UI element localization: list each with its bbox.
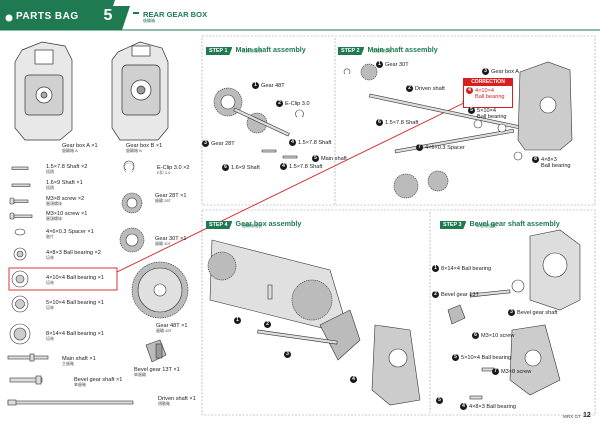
part-driven-shaft: Driven shaft ×1 傳動軸: [158, 396, 196, 407]
gear-28t-drawing: [121, 192, 143, 214]
page-number: 12: [583, 412, 591, 419]
highlight-box: [8, 267, 118, 291]
step2-tag: STEP 2: [338, 47, 365, 55]
part-gear-48t: Gear 48T ×1 齒輪 48T: [156, 323, 188, 334]
main-shaft-drawing: [7, 353, 49, 362]
part-e-clip: E-Clip 3.0 ×2 E扣 3.0: [157, 165, 190, 176]
part-main-shaft: Main shaft ×1 主齒軸: [62, 356, 96, 367]
gear-48t-drawing: [131, 261, 189, 319]
part-shaft-78: 1.5×7.8 Shaft ×2 插銷: [46, 164, 88, 175]
step2-drawing: [343, 61, 573, 199]
bearing-8144-drawing: [9, 323, 31, 345]
screw-m3x8-drawing: [9, 197, 29, 205]
driven-shaft-drawing: [7, 399, 134, 406]
shaft-69-drawing: [11, 183, 31, 187]
part-spacer: 4×6×0.3 Spacer ×1 墊片: [46, 229, 94, 240]
shaft-78-drawing: [11, 166, 29, 170]
step4-num-5: 5: [436, 397, 445, 404]
header-band: [0, 0, 115, 30]
part-gear-30t: Gear 30T ×1 齒輪 30T: [155, 236, 187, 247]
part-gear-box-b: Gear box B ×1 齒輪箱 B: [126, 143, 163, 154]
step4-drawing: [207, 239, 421, 406]
step4-num-4: 4: [350, 376, 359, 383]
footer-model: MRX GT: [563, 414, 581, 419]
correction-label: CORRECTION: [464, 79, 512, 86]
subtitle-jp: 後輪箱: [143, 18, 155, 23]
step4-tag: STEP 4: [206, 221, 233, 229]
bag-number: 5: [103, 7, 113, 24]
part-bevel-gear-shaft: Bevel gear shaft ×1 傘齒軸: [74, 377, 123, 388]
step2-title: Main shaft assembly: [367, 45, 438, 54]
step1-jp: 主齒軸組裝: [242, 48, 262, 53]
gear-box-b-drawing: [111, 41, 169, 141]
step3-tag: STEP 3: [440, 221, 467, 229]
part-screw-m3x10: M3×10 screw ×1 圓頭螺絲: [46, 211, 88, 222]
e-clip-drawing: [123, 160, 135, 173]
part-bearing-8144: 8×14×4 Ball bearing ×1 培林: [46, 331, 105, 342]
part-screw-m3x8: M3×8 screw ×2 圓頭螺絲: [46, 196, 85, 207]
gear-box-a-drawing: [14, 41, 73, 141]
step4-jp: 齒輪箱組裝: [242, 223, 262, 228]
step2-jp: 主齒軸組裝: [372, 48, 392, 53]
bearing-483-drawing: [13, 247, 27, 261]
bevel-gear-13t-drawing: [145, 339, 167, 363]
step3-jp: 傘齒軸組裝: [476, 223, 496, 228]
step1-tag: STEP 1: [206, 47, 233, 55]
step1-title: Main shaft assembly: [235, 45, 306, 54]
part-gear-box-a: Gear box A ×1 齒輪箱 A: [62, 143, 98, 154]
section-title: PARTS BAG: [16, 11, 79, 22]
subtitle: REAR GEAR BOX: [143, 10, 208, 19]
bearing-5104-drawing: [11, 295, 29, 313]
correction-arrow: [116, 99, 471, 273]
gear-30t-drawing: [119, 227, 145, 253]
step4-num-2: 2: [264, 321, 273, 328]
screw-m3x10-drawing: [9, 212, 33, 220]
step1-drawing: [213, 87, 304, 159]
part-bevel-gear-13t: Bevel gear 13T ×1 傘齒輪: [134, 367, 180, 378]
correction-part2: Ball bearing: [475, 94, 505, 101]
step4-num-3: 3: [284, 351, 293, 358]
part-gear-28t: Gear 28T ×1 齒輪 28T: [155, 193, 187, 204]
bevel-gear-shaft-drawing: [9, 375, 43, 385]
part-shaft-69: 1.6×9 Shaft ×1 插銷: [46, 180, 83, 191]
spacer-drawing: [14, 228, 26, 236]
step3-title: Bevel gear shaft assembly: [469, 219, 560, 228]
step4-title: Gear box assembly: [235, 219, 302, 228]
step4-num-1: 1: [234, 317, 243, 324]
part-bearing-483: 4×8×3 Ball bearing ×2 培林: [46, 250, 101, 261]
part-bearing-4104: 4×10×4 Ball bearing ×1 培林: [46, 275, 105, 286]
step3-drawing: [447, 229, 581, 400]
part-bearing-5104: 5×10×4 Ball bearing ×1 培林: [46, 300, 105, 311]
bearing-4104-drawing: [11, 270, 29, 288]
